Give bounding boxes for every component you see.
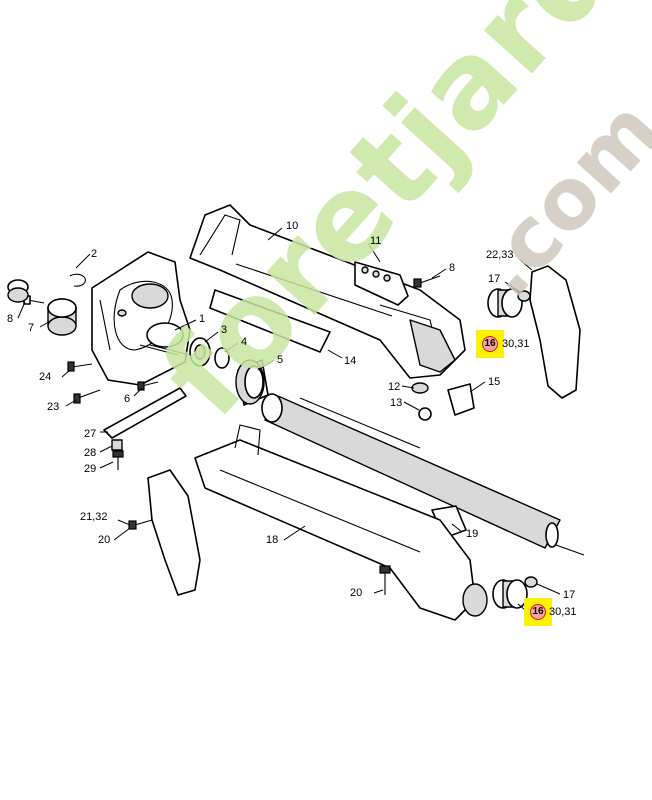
part-16-damper-upper (487, 288, 523, 318)
label-12: 12 (388, 381, 401, 393)
label-28: 28 (84, 447, 97, 459)
part-4-washer (214, 347, 230, 369)
part-15-clip (447, 383, 475, 416)
label-22-33: 22,33 (486, 249, 514, 261)
label-8-right: 8 (449, 262, 456, 274)
label-6: 6 (124, 393, 131, 405)
part-3-bearing (189, 337, 211, 367)
part-13-lock-washer (418, 407, 432, 421)
label-27: 27 (84, 428, 97, 440)
label-15: 15 (488, 376, 501, 388)
label-23: 23 (47, 401, 60, 413)
highlight-circle-16-upper: 16 (482, 336, 498, 352)
part-29-screw (112, 450, 124, 470)
label-11: 11 (370, 235, 382, 247)
label-18: 18 (266, 534, 279, 546)
highlight-circle-16-lower: 16 (530, 604, 546, 620)
part-6-pin (137, 381, 159, 391)
part-18-lower-shroud (194, 424, 488, 621)
part-11-bracket (354, 261, 409, 306)
drive-shaft (261, 393, 585, 556)
label-21-32: 21,32 (80, 511, 108, 523)
part-12-nut (411, 382, 429, 394)
part-27-plate (103, 387, 187, 439)
label-30-31-upper: 30,31 (502, 338, 530, 350)
part-7-damper (47, 298, 77, 336)
label-24: 24 (39, 371, 52, 383)
part-21-32-side-cover (147, 469, 201, 596)
label-4: 4 (241, 336, 248, 348)
part-28-sleeve (111, 439, 123, 451)
label-2: 2 (91, 248, 98, 260)
part-5-gear (235, 359, 269, 406)
leader-lines (17, 227, 561, 615)
part-22-33-handle-cover (529, 265, 581, 399)
part-8-screw-right (413, 275, 441, 288)
label-20-left: 20 (98, 534, 111, 546)
part-17-plug-upper (517, 290, 531, 302)
part-23-screw (73, 389, 101, 404)
label-30-31-lower: 30,31 (549, 606, 577, 618)
part-24-screw (67, 361, 93, 372)
label-14: 14 (344, 355, 357, 367)
label-29: 29 (84, 463, 97, 475)
label-19: 19 (466, 528, 479, 540)
part-20-screw-left (128, 519, 153, 530)
label-17-lower: 17 (563, 589, 576, 601)
label-5: 5 (277, 354, 284, 366)
part-10-upper-shroud (189, 204, 466, 379)
label-3: 3 (221, 324, 228, 336)
part-17-plug-lower (524, 576, 538, 588)
label-1: 1 (199, 313, 206, 325)
part-16-damper-lower (492, 579, 528, 609)
label-10: 10 (286, 220, 299, 232)
label-7: 7 (28, 322, 35, 334)
part-14-strip (209, 289, 331, 353)
part-20-screw-bottom (379, 565, 391, 595)
gearbox-housing (91, 251, 191, 386)
damper-left (7, 279, 29, 303)
label-8-left: 8 (7, 313, 14, 325)
label-17-upper: 17 (488, 273, 501, 285)
part-2-circlip (69, 273, 86, 287)
label-13: 13 (390, 397, 403, 409)
label-20-bottom: 20 (350, 587, 363, 599)
